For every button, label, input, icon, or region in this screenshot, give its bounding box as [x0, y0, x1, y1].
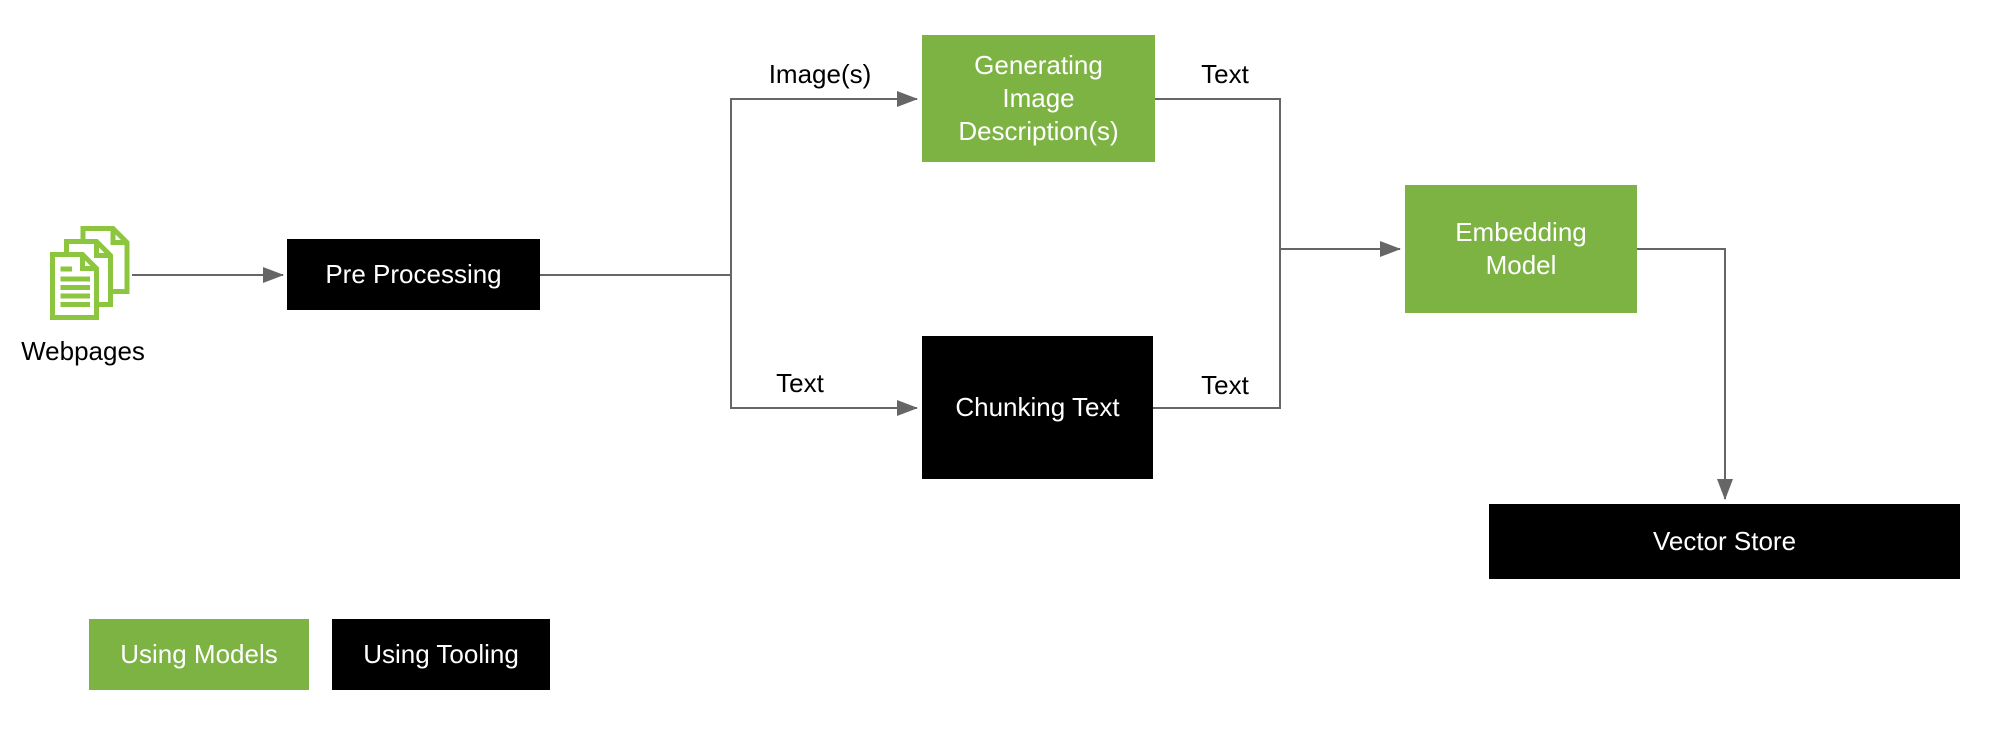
- node-chunking-text-label: Chunking Text: [955, 391, 1120, 422]
- node-generating-image-descriptions-label: Generating Image Description(s): [958, 49, 1119, 147]
- edge-label-text-to-chunking: Text: [768, 366, 832, 401]
- node-generating-image-descriptions: Generating Image Description(s): [922, 35, 1155, 162]
- node-vector-store-label: Vector Store: [1652, 525, 1797, 556]
- legend-using-tooling: Using Tooling: [332, 619, 550, 690]
- node-embedding-model: Embedding Model: [1405, 185, 1637, 313]
- edge-preprocessing-to-generating-image-descriptions: [540, 91, 918, 276]
- legend-using-models: Using Models: [89, 619, 309, 690]
- edge-embedding-model-to-vector-store: [1637, 248, 1733, 500]
- legend-using-tooling-label: Using Tooling: [363, 639, 519, 669]
- stacked-documents-icon: [50, 226, 130, 320]
- edge-label-images: Image(s): [760, 57, 880, 92]
- legend-using-models-label: Using Models: [120, 639, 278, 669]
- node-embedding-model-label: Embedding Model: [1455, 216, 1587, 280]
- webpages-label: Webpages: [21, 336, 145, 366]
- node-pre-processing-label: Pre Processing: [325, 258, 502, 289]
- edge-label-text-from-generating: Text: [1193, 57, 1257, 92]
- node-chunking-text: Chunking Text: [922, 336, 1153, 479]
- edge-merge-from-generating-and-chunking: [1153, 98, 1281, 409]
- edge-label-text-from-chunking: Text: [1193, 368, 1257, 403]
- node-vector-store: Vector Store: [1489, 504, 1960, 579]
- node-pre-processing: Pre Processing: [287, 239, 540, 310]
